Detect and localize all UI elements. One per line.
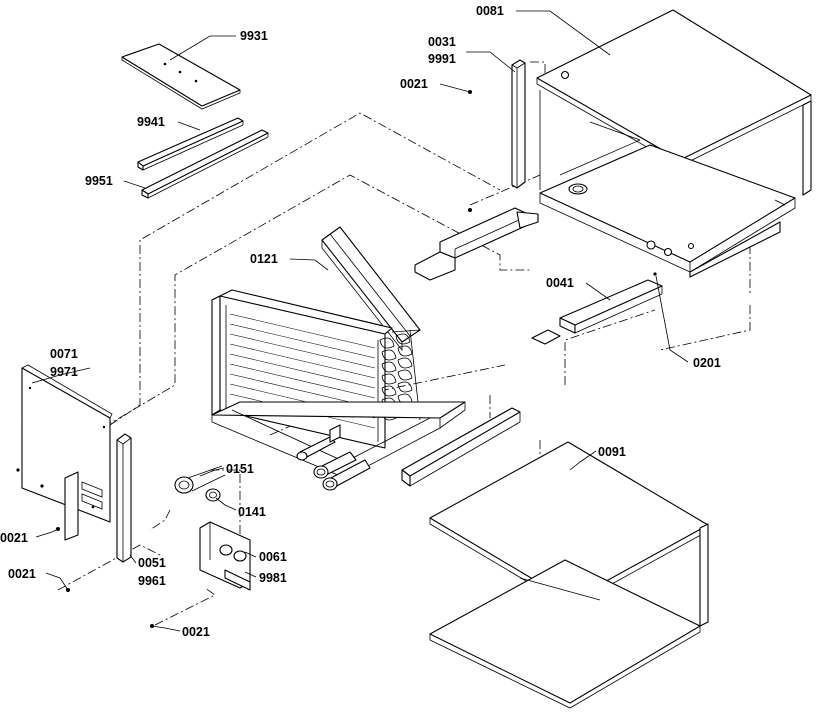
callout-0021-left: 0021 [0,531,28,545]
bracket-0041 [531,272,663,345]
upright-bracket-0031 [511,59,526,189]
callout-0201: 0201 [693,356,721,370]
callout-0021-bottom: 0021 [182,625,210,639]
callout-leaders [31,10,689,632]
top-plate-9931 [121,43,241,110]
callout-9961: 9961 [138,574,166,588]
callout-9991: 9991 [428,52,456,66]
callout-0041: 0041 [546,276,574,290]
grommet-0151 [174,465,226,494]
stand-0091 [429,441,709,709]
callout-0051: 0051 [138,556,166,570]
gasket-strip-9941 [137,117,244,171]
callout-labels: 0081 0031 9991 0021 9931 9941 9951 0121 … [0,4,721,639]
plate-0061 [199,521,251,591]
callout-9931: 9931 [240,29,268,43]
cabinet-base-frame [539,139,796,278]
callout-0071: 0071 [50,347,78,361]
callout-9971: 9971 [50,365,78,379]
callout-9951: 9951 [85,174,113,188]
callout-9981: 9981 [259,571,287,585]
callout-0151: 0151 [226,462,254,476]
callout-0091: 0091 [598,445,626,459]
callout-0031: 0031 [428,35,456,49]
callout-0021-lower: 0021 [8,567,36,581]
callout-0061: 0061 [259,550,287,564]
callout-0081: 0081 [476,4,504,18]
callout-0021-top: 0021 [400,77,428,91]
callout-0121: 0121 [250,252,278,266]
gasket-strip-9951 [141,129,269,199]
cabinet-top-0081 [536,9,812,196]
callout-9941: 9941 [137,115,165,129]
corner-post-0051 [116,433,132,563]
access-panel-0071 [16,364,113,541]
callout-0141: 0141 [238,505,266,519]
channel-bracket [414,207,539,281]
filter-strip [401,407,521,487]
evaporator-coil-0121 [211,226,466,491]
